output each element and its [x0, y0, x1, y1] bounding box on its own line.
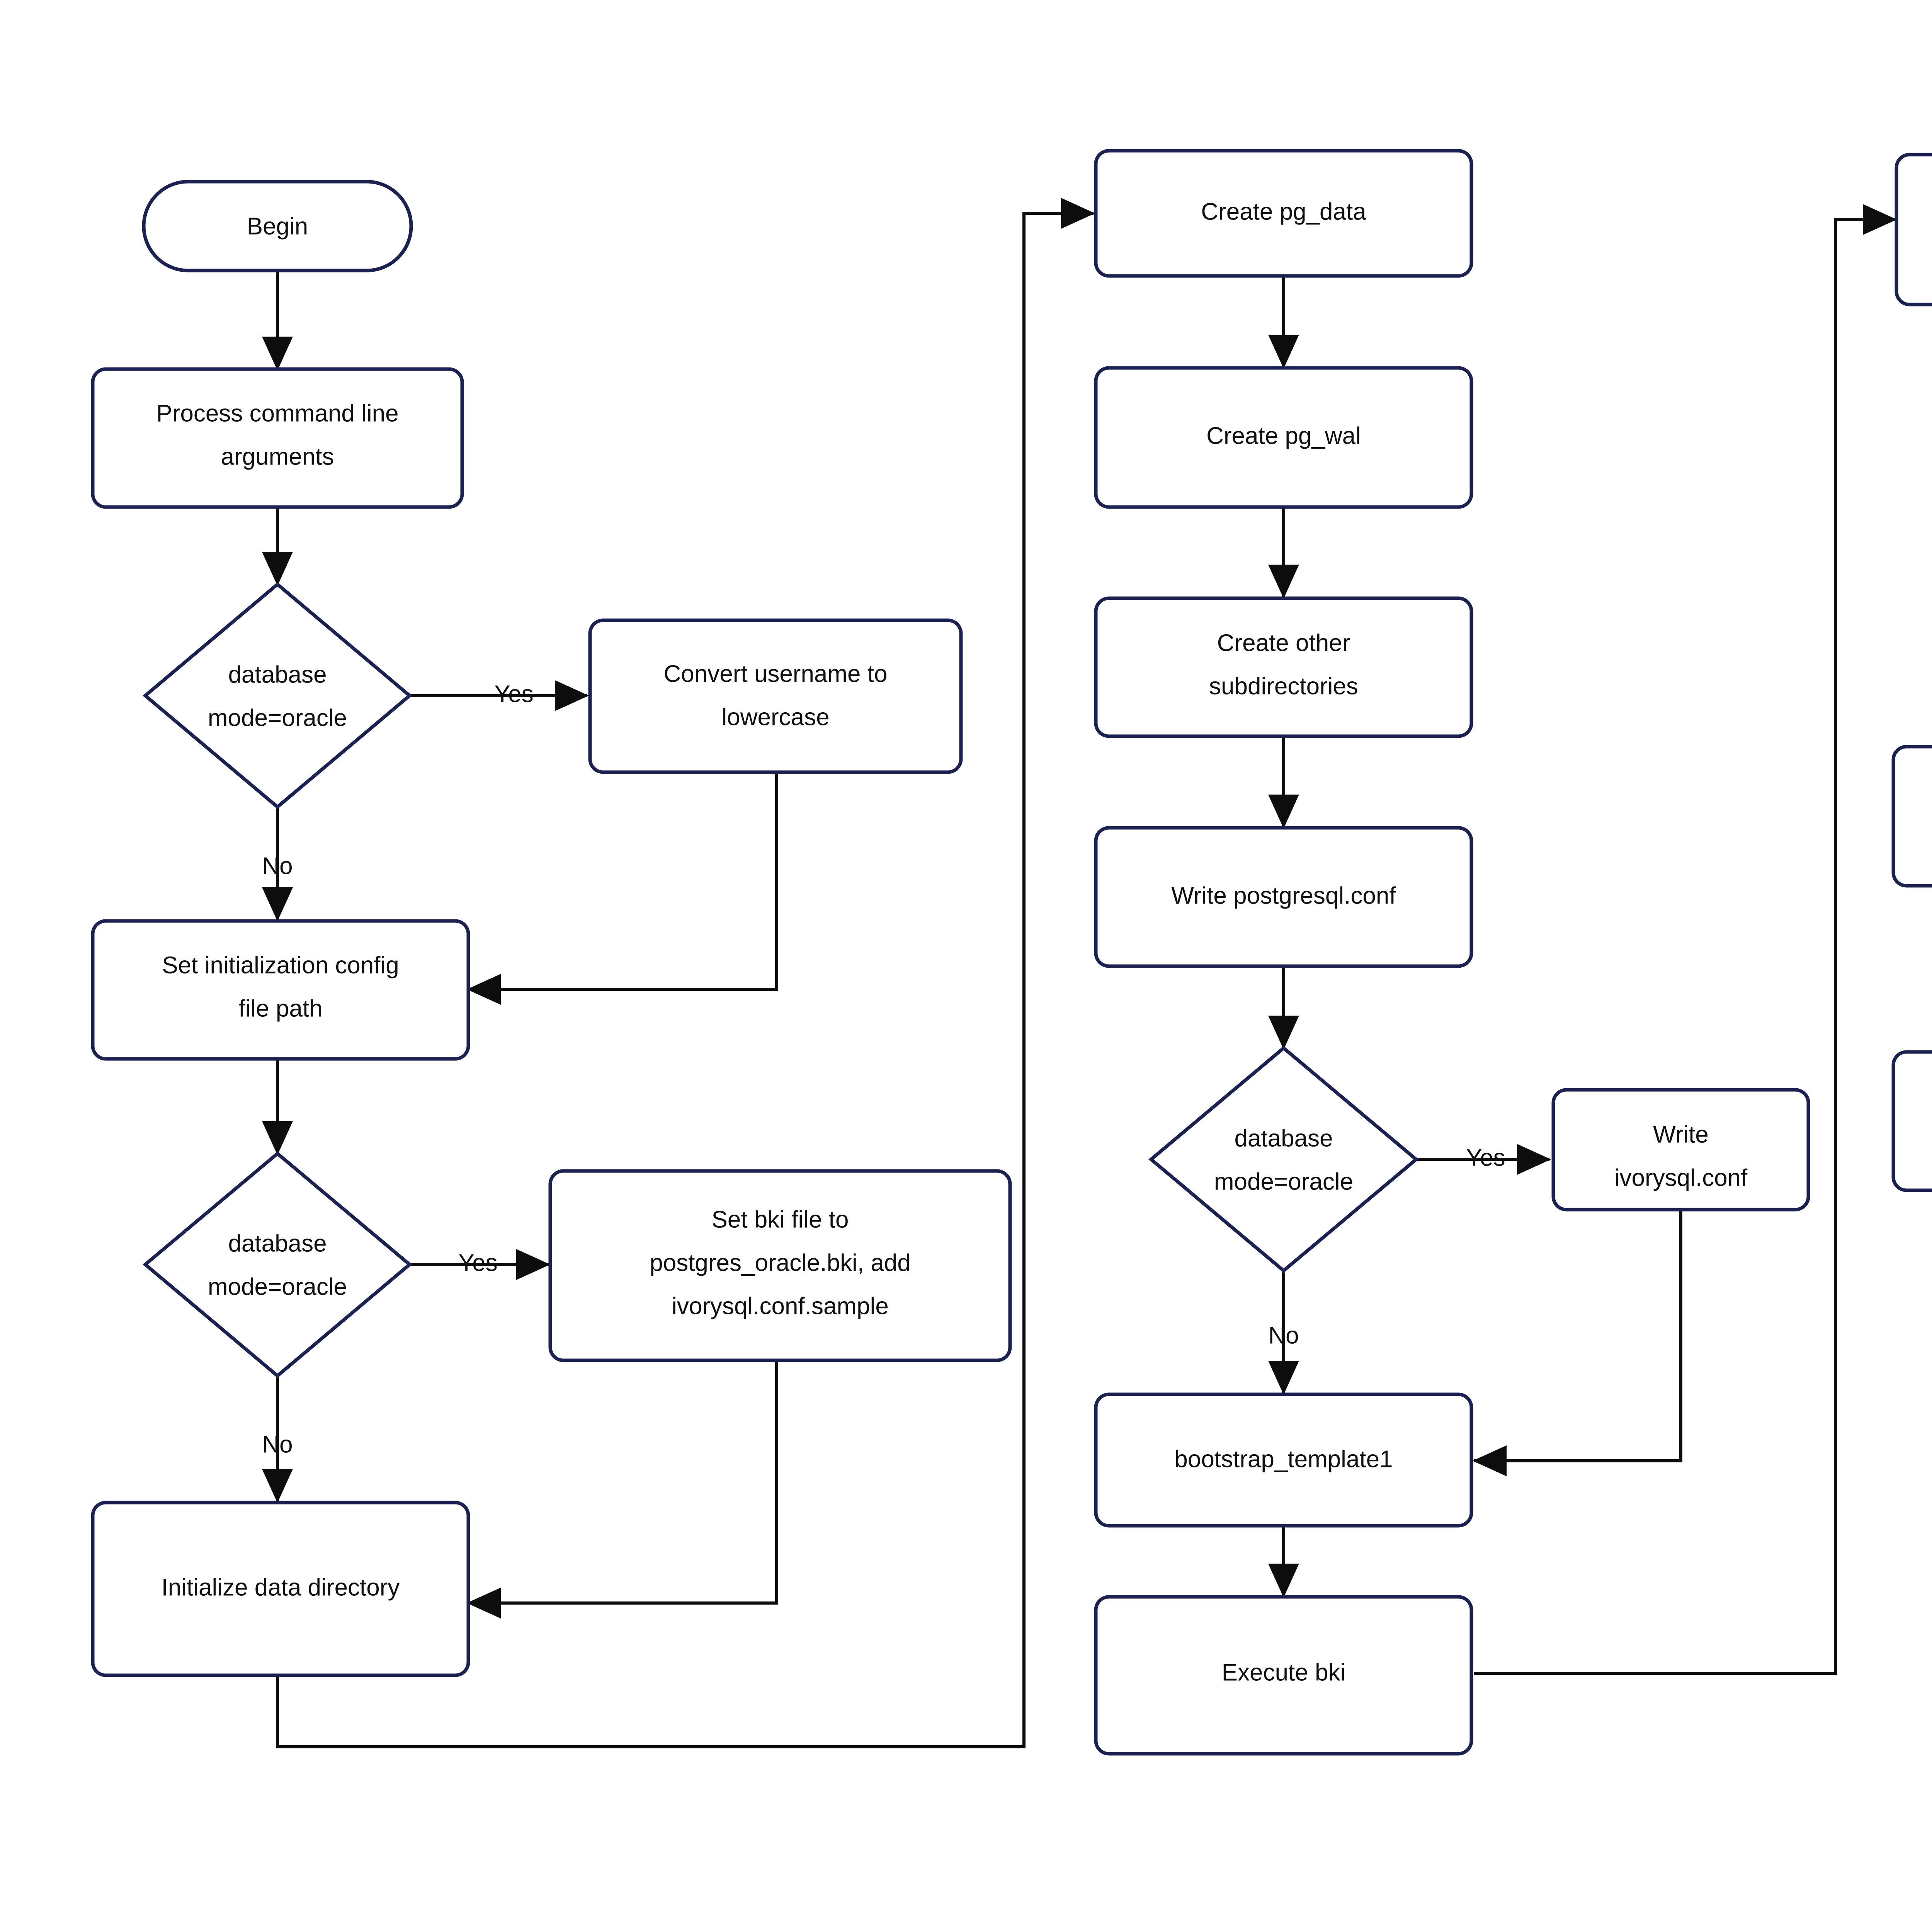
node-init-data-dir-label: Initialize data directory — [162, 1574, 400, 1601]
node-bootstrap-template1[interactable]: bootstrap_template1 — [1094, 1392, 1473, 1528]
node-convert-username-label-line1: Convert username to — [664, 660, 888, 687]
edge-label-no-2: No — [262, 1431, 293, 1458]
node-set-bki-label-line3: ivorysql.conf.sample — [672, 1293, 889, 1319]
node-decision2[interactable]: database mode=oracle — [143, 1151, 412, 1378]
node-write-postgresql-conf-label: Write postgresql.conf — [1171, 882, 1396, 909]
node-set-bki-label-line1: Set bki file to — [712, 1206, 849, 1233]
node-write-ivorysql-conf-label-line2: ivorysql.conf — [1614, 1164, 1748, 1191]
node-create-pg-data-label: Create pg_data — [1201, 198, 1366, 225]
node-set-init-config[interactable]: Set initialization config file path — [91, 919, 470, 1061]
edge-label-yes-2: Yes — [458, 1249, 497, 1276]
node-execute-bki[interactable]: Execute bki — [1094, 1595, 1473, 1756]
node-init-db-objects[interactable]: Initialize database objects — [1895, 153, 1932, 306]
node-bootstrap-template1-label: bootstrap_template1 — [1174, 1446, 1393, 1472]
node-load-templates[interactable]: Load template0, postgres, ivorysql datab… — [1891, 745, 1932, 888]
node-decision1[interactable]: database mode=oracle — [143, 582, 412, 809]
edge-convert-username-to-set-init-config — [467, 772, 778, 1005]
node-begin[interactable]: Begin — [142, 180, 413, 272]
node-decision1-label-line1: database — [228, 661, 327, 688]
node-create-other-subdirs-label-line1: Create other — [1217, 630, 1350, 656]
node-decision3-label-line2: mode=oracle — [1214, 1168, 1353, 1195]
node-convert-username[interactable]: Convert username to lowercase — [588, 618, 963, 774]
node-execute-bki-label: Execute bki — [1222, 1659, 1346, 1686]
node-create-pg-data[interactable]: Create pg_data — [1094, 149, 1473, 278]
node-create-pg-wal-label: Create pg_wal — [1206, 422, 1361, 449]
node-create-pg-wal[interactable]: Create pg_wal — [1094, 366, 1473, 509]
node-set-bki-label-line2: postgres_oracle.bki, add — [650, 1249, 911, 1276]
edge-label-yes-1: Yes — [494, 681, 533, 707]
node-write-ivorysql-conf[interactable]: Write ivorysql.conf — [1551, 1088, 1810, 1212]
edge-write-ivorysql-conf-to-bootstrap-template1 — [1473, 1209, 1682, 1476]
node-process-args-label-line2: arguments — [221, 443, 334, 470]
node-set-bki[interactable]: Set bki file to postgres_oracle.bki, add… — [548, 1169, 1012, 1362]
edge-label-no-1: No — [262, 853, 293, 879]
node-process-args[interactable]: Process command line arguments — [91, 367, 464, 509]
node-create-other-subdirs-label-line2: subdirectories — [1209, 673, 1358, 699]
edge-set-bki-to-init-data-dir — [467, 1360, 778, 1618]
node-convert-username-label-line2: lowercase — [721, 704, 829, 730]
node-set-init-config-label-line2: file path — [238, 995, 322, 1022]
node-write-postgresql-conf[interactable]: Write postgresql.conf — [1094, 826, 1473, 968]
edge-label-yes-3: Yes — [1466, 1144, 1505, 1171]
node-init-data-dir[interactable]: Initialize data directory — [91, 1501, 470, 1677]
node-decision2-label-line1: database — [228, 1230, 327, 1257]
node-decision2-label-line2: mode=oracle — [208, 1273, 347, 1300]
node-begin-label: Begin — [247, 213, 308, 240]
node-decision3[interactable]: database mode=oracle — [1148, 1046, 1419, 1273]
node-print-completion[interactable]: Print completion message — [1891, 1050, 1932, 1192]
node-process-args-label-line1: Process command line — [156, 400, 398, 427]
node-set-init-config-label-line1: Set initialization config — [162, 952, 399, 979]
node-create-other-subdirs[interactable]: Create other subdirectories — [1094, 596, 1473, 738]
edge-init-data-dir-to-create-pg-data — [276, 198, 1095, 1748]
node-decision1-label-line2: mode=oracle — [208, 705, 347, 731]
node-write-ivorysql-conf-label-line1: Write — [1653, 1121, 1709, 1148]
node-decision3-label-line1: database — [1234, 1125, 1333, 1152]
edge-execute-bki-to-init-db-objects — [1474, 204, 1897, 1675]
edge-label-no-3: No — [1268, 1322, 1299, 1349]
